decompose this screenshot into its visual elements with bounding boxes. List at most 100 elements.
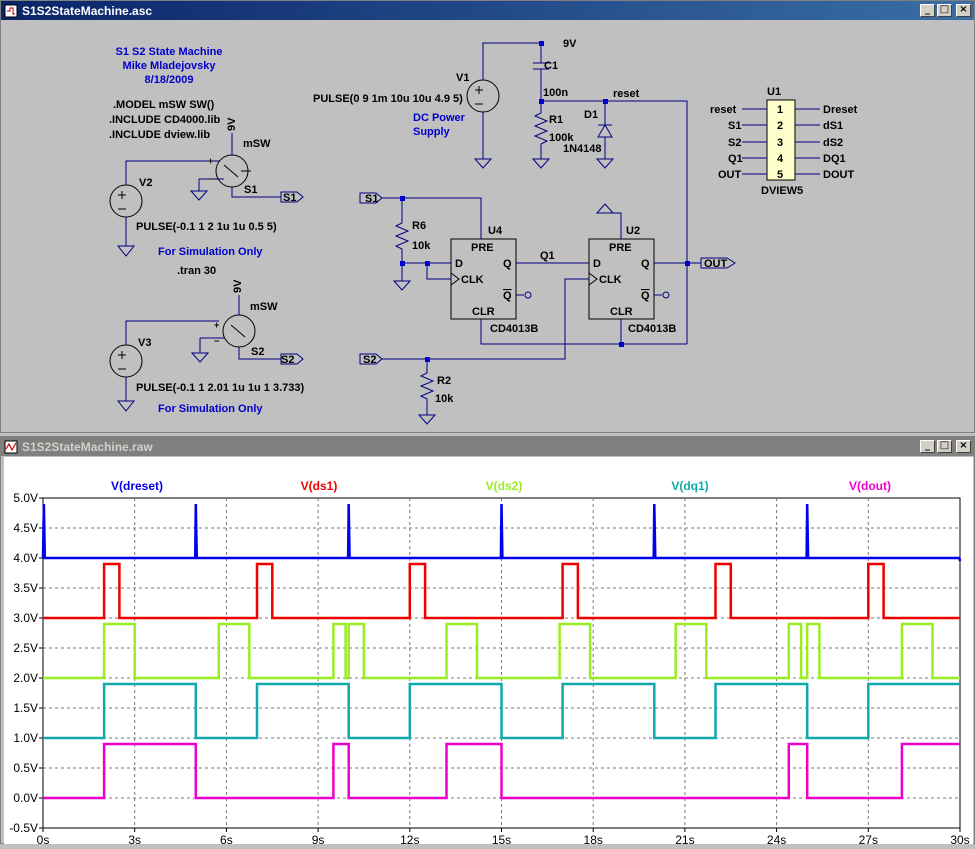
y-tick-label: 2.0V: [13, 671, 38, 685]
u2-name[interactable]: U2: [626, 225, 640, 237]
u1-pin-3: 3: [777, 137, 783, 149]
u1-in-out[interactable]: OUT: [718, 169, 742, 181]
u1-out-dout[interactable]: DOUT: [823, 169, 854, 181]
x-tick-label: 30s: [950, 833, 969, 844]
schematic-canvas[interactable]: S1 S2 State Machine Mike Mladejovsky 8/1…: [4, 21, 973, 431]
schematic-author: Mike Mladejovsky: [123, 60, 217, 72]
y-tick-label: 1.0V: [13, 731, 38, 745]
u1-pin-1: 1: [777, 104, 783, 116]
u1-out-ds2[interactable]: dS2: [823, 137, 843, 149]
r6-value[interactable]: 10k: [412, 240, 431, 252]
q1-net-label[interactable]: Q1: [540, 250, 555, 262]
u4-pre: PRE: [471, 242, 494, 254]
u1-in-reset[interactable]: reset: [710, 104, 737, 116]
u1-in-s1[interactable]: S1: [728, 120, 741, 132]
v3-pulse[interactable]: PULSE(-0.1 1 2.01 1u 1u 1 3.733): [136, 382, 304, 394]
v2-name[interactable]: V2: [139, 177, 152, 189]
v3-name[interactable]: V3: [138, 337, 151, 349]
legend-vds2: V(ds2): [486, 479, 523, 493]
y-tick-label: 3.5V: [13, 581, 38, 595]
u1-pin-4: 4: [777, 153, 784, 165]
y-tick-label: 1.5V: [13, 701, 38, 715]
rail-9v-label[interactable]: 9V: [563, 38, 577, 50]
legend-vdreset: V(dreset): [111, 479, 163, 493]
close-button[interactable]: ×: [956, 4, 971, 17]
y-tick-label: 4.0V: [13, 551, 38, 565]
maximize-button[interactable]: □: [937, 4, 952, 17]
r1-name[interactable]: R1: [549, 114, 563, 126]
waveform-close-button[interactable]: ×: [956, 440, 971, 453]
sw1-name[interactable]: S1: [244, 184, 257, 196]
u1-out-dreset[interactable]: Dreset: [823, 104, 858, 116]
r2-name[interactable]: R2: [437, 375, 451, 387]
tran-directive[interactable]: .tran 30: [177, 265, 216, 277]
u2-clr: CLR: [610, 306, 633, 318]
u1-part[interactable]: DVIEW5: [761, 185, 803, 197]
r2-value[interactable]: 10k: [435, 393, 454, 405]
sw1-note: For Simulation Only: [158, 246, 263, 258]
sw2-minus: −: [214, 336, 219, 346]
trace-vdout: [43, 742, 960, 800]
c1-name[interactable]: C1: [544, 60, 558, 72]
v1-name[interactable]: V1: [456, 72, 469, 84]
x-tick-label: 15s: [492, 833, 511, 844]
waveform-maximize-button[interactable]: □: [937, 440, 952, 453]
trace-vdreset: [41, 503, 962, 562]
schematic-document-icon: [4, 4, 18, 17]
y-tick-label: 4.5V: [13, 521, 38, 535]
u1-in-s2[interactable]: S2: [728, 137, 741, 149]
u2-pre: PRE: [609, 242, 632, 254]
sw2-model-label[interactable]: mSW: [250, 301, 278, 313]
u1-out-ds1[interactable]: dS1: [823, 120, 843, 132]
s1-net-flag[interactable]: S1: [283, 192, 296, 204]
u2-d: D: [593, 258, 601, 270]
directive-include-cd4000[interactable]: .INCLUDE CD4000.lib: [109, 114, 221, 126]
sw1-model-label[interactable]: mSW: [243, 138, 271, 150]
u4-qbar: Q: [503, 290, 512, 302]
schematic-titlebar[interactable]: S1S2StateMachine.asc _ □ ×: [1, 1, 974, 20]
u4-name[interactable]: U4: [488, 225, 503, 237]
waveform-titlebar[interactable]: S1S2StateMachine.raw _ □ ×: [1, 437, 974, 456]
legend-vds1: V(ds1): [301, 479, 338, 493]
junction-dots: [400, 41, 690, 362]
r6-name[interactable]: R6: [412, 220, 426, 232]
s2-input-flag[interactable]: S2: [363, 354, 376, 366]
trace-vds1: [43, 562, 960, 620]
u4-part[interactable]: CD4013B: [490, 323, 538, 335]
x-tick-label: 0s: [37, 833, 50, 844]
directive-model[interactable]: .MODEL mSW SW(): [113, 99, 215, 111]
waveform-plot[interactable]: -0.5V0.0V0.5V1.0V1.5V2.0V2.5V3.0V3.5V4.0…: [4, 457, 973, 847]
reset-net-label[interactable]: reset: [613, 88, 640, 100]
sw2-name[interactable]: S2: [251, 346, 264, 358]
x-tick-label: 12s: [400, 833, 419, 844]
u4-d: D: [455, 258, 463, 270]
d1-name[interactable]: D1: [584, 109, 598, 121]
u4-q: Q: [503, 258, 512, 270]
u2-part[interactable]: CD4013B: [628, 323, 676, 335]
u1-out-dq1[interactable]: DQ1: [823, 153, 846, 165]
y-tick-label: 5.0V: [13, 491, 38, 505]
out-net-flag[interactable]: OUT: [704, 258, 728, 270]
v1-pulse[interactable]: PULSE(0 9 1m 10u 10u 4.9 5): [313, 93, 463, 105]
v2-pulse[interactable]: PULSE(-0.1 1 2 1u 1u 0.5 5): [136, 221, 277, 233]
u2-qbar: Q: [641, 290, 650, 302]
s2-net-flag[interactable]: S2: [281, 354, 294, 366]
waveform-window-title: S1S2StateMachine.raw: [22, 439, 153, 454]
directive-include-dview[interactable]: .INCLUDE dview.lib: [109, 129, 210, 141]
sw1-supply-label: 9V: [226, 117, 238, 131]
minimize-button[interactable]: _: [920, 4, 935, 17]
y-tick-label: -0.5V: [9, 821, 38, 835]
c1-value[interactable]: 100n: [543, 87, 568, 99]
legend-vdout: V(dout): [849, 479, 891, 493]
u1-name[interactable]: U1: [767, 86, 781, 98]
r1-value[interactable]: 100k: [549, 132, 574, 144]
d1-value[interactable]: 1N4148: [563, 143, 602, 155]
waveform-minimize-button[interactable]: _: [920, 440, 935, 453]
u1-in-q1[interactable]: Q1: [728, 153, 743, 165]
s1-input-flag[interactable]: S1: [365, 193, 378, 205]
legend-vdq1: V(dq1): [671, 479, 708, 493]
schematic-window-title: S1S2StateMachine.asc: [22, 3, 153, 18]
sw2-supply-label: 9V: [232, 279, 244, 293]
